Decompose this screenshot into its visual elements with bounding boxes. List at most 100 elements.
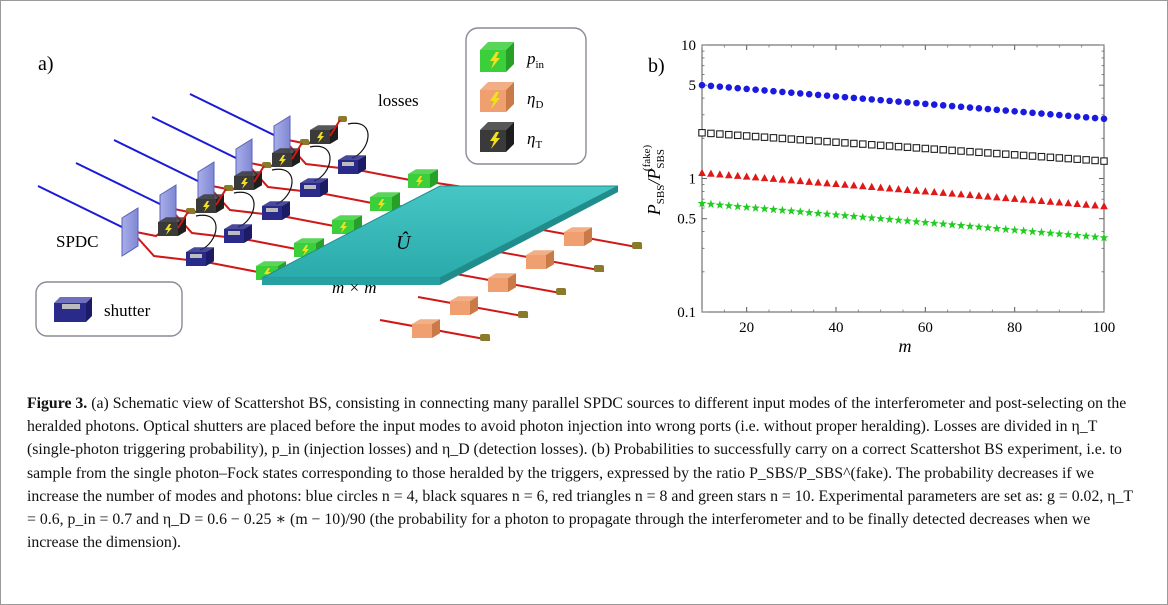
data-point — [929, 218, 939, 227]
data-point — [832, 138, 840, 146]
y-tick-label: 0.1 — [677, 305, 696, 321]
data-point — [1064, 154, 1073, 163]
legend-symbol: ηT — [527, 129, 542, 151]
detector — [594, 265, 604, 272]
data-point — [1047, 111, 1054, 118]
x-tick-label: 40 — [829, 320, 844, 336]
data-point — [742, 202, 752, 211]
data-point — [822, 209, 832, 218]
data-point — [805, 136, 813, 145]
y-tick-label: 1 — [689, 172, 697, 188]
data-point — [984, 192, 992, 200]
shutter-legend: shutter — [35, 281, 183, 337]
data-point — [938, 219, 948, 228]
data-point — [992, 224, 1002, 233]
data-point — [698, 168, 706, 176]
detection-loss — [450, 296, 478, 315]
data-point — [850, 181, 858, 189]
data-point — [1028, 196, 1037, 204]
data-point — [984, 105, 992, 113]
data-point — [948, 189, 956, 197]
detector — [518, 311, 528, 318]
data-point — [867, 213, 877, 222]
data-point — [894, 185, 903, 193]
data-point — [1001, 193, 1010, 202]
data-point — [1073, 113, 1081, 120]
data-point — [965, 221, 975, 231]
data-point — [939, 102, 947, 109]
data-point — [984, 149, 992, 157]
data-point — [725, 170, 733, 179]
data-point — [921, 144, 930, 153]
data-point — [850, 94, 858, 102]
data-point — [904, 99, 911, 106]
bolt-icon — [264, 268, 271, 279]
data-point — [769, 204, 778, 214]
data-point — [770, 87, 777, 95]
data-point — [1029, 109, 1036, 117]
data-point — [706, 199, 716, 208]
data-point — [734, 84, 742, 92]
data-point — [760, 133, 769, 141]
data-point — [796, 176, 805, 185]
data-point — [975, 105, 983, 112]
data-point — [752, 86, 759, 93]
data-point — [707, 169, 715, 177]
data-point — [796, 90, 804, 97]
y-tick-label: 0.5 — [677, 212, 696, 228]
data-point — [939, 146, 947, 154]
data-point — [957, 147, 965, 155]
data-point — [814, 91, 822, 99]
data-point — [974, 222, 984, 231]
bolt-icon — [416, 176, 423, 187]
data-point — [814, 178, 822, 186]
data-point — [1055, 198, 1064, 206]
data-point — [993, 149, 1001, 158]
data-point — [947, 220, 957, 229]
data-point — [886, 97, 893, 105]
x-axis-label: m — [899, 336, 912, 356]
data-point — [903, 185, 912, 193]
data-point — [993, 106, 1001, 114]
data-point — [1001, 224, 1011, 234]
detection-loss — [526, 250, 554, 269]
data-point — [1011, 108, 1018, 115]
source-row — [189, 93, 471, 189]
data-point — [912, 217, 921, 226]
data-point — [956, 220, 966, 230]
data-point — [742, 172, 751, 180]
data-point — [850, 139, 858, 148]
data-point — [786, 206, 796, 215]
data-point — [788, 89, 795, 96]
bolt-icon — [490, 52, 500, 69]
data-point — [920, 217, 930, 227]
data-point — [743, 85, 750, 93]
panel-b-label: b) — [648, 55, 665, 77]
data-point — [1019, 151, 1028, 160]
data-point — [707, 129, 715, 138]
data-point — [1091, 114, 1099, 122]
data-point — [1072, 230, 1082, 240]
data-point — [876, 141, 885, 150]
shutter-label: shutter — [104, 301, 151, 320]
data-point — [787, 176, 796, 184]
series-star — [697, 198, 1109, 242]
data-point — [849, 211, 859, 221]
data-point — [751, 132, 760, 141]
legend-item: ηT — [480, 122, 542, 152]
source-row — [151, 116, 433, 212]
data-point — [859, 140, 867, 148]
data-point — [707, 82, 715, 90]
data-point — [1037, 152, 1046, 161]
data-point — [939, 188, 947, 196]
data-point — [1020, 108, 1027, 116]
data-point — [769, 134, 778, 142]
data-point — [975, 191, 983, 199]
data-point — [895, 98, 902, 105]
data-point — [1081, 231, 1091, 240]
data-point — [725, 130, 733, 139]
data-point — [841, 180, 849, 188]
bolt-icon — [340, 222, 347, 233]
